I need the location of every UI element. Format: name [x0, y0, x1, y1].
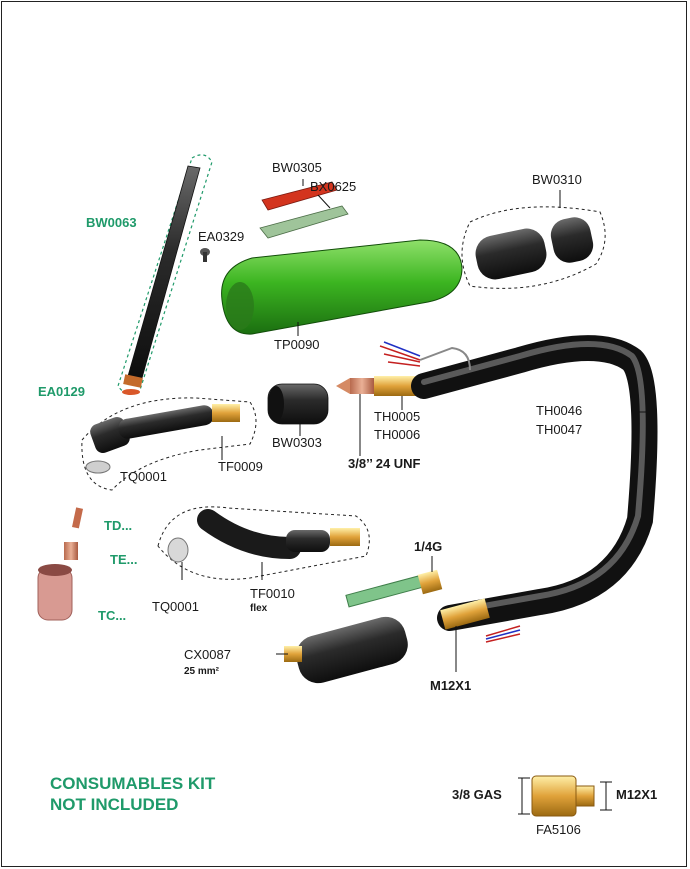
consumables-note-line1: CONSUMABLES KIT: [50, 774, 216, 793]
part-bw0305: [261, 179, 338, 211]
label-25mm2: 25 mm²: [184, 666, 220, 677]
label-thread-3-8: 3/8’’ 24 UNF: [348, 456, 421, 471]
label-th0005: TH0005: [374, 409, 421, 424]
label-bw0305: BW0305: [272, 160, 322, 175]
label-1-4g: 1/4G: [414, 539, 443, 554]
label-cx0087: CX0087: [184, 647, 231, 662]
consumables-note: CONSUMABLES KIT NOT INCLUDED: [50, 773, 215, 815]
label-tq0001-b: TQ0001: [152, 599, 199, 614]
label-tq0001-a: TQ0001: [120, 469, 167, 484]
connector-cx0087: [276, 616, 408, 684]
consumables: [37, 507, 84, 621]
hose-th0046: [379, 335, 658, 631]
consumables-note-line2: NOT INCLUDED: [50, 795, 179, 814]
adapter-fa5106: [518, 775, 612, 817]
part-bw0310: [461, 190, 606, 289]
label-flex: flex: [250, 603, 268, 614]
part-bx0625: [259, 194, 349, 239]
label-th0046: TH0046: [536, 403, 583, 418]
label-th0006: TH0006: [374, 427, 421, 442]
label-m12x1-adapter: M12X1: [616, 787, 658, 802]
label-m12x1: M12X1: [430, 678, 472, 693]
label-bx0625: BX0625: [310, 179, 357, 194]
back-cap-bw0063: [117, 154, 213, 395]
label-bw0310: BW0310: [532, 172, 582, 187]
label-fa5106: FA5106: [536, 822, 581, 837]
label-bw0063: BW0063: [86, 215, 137, 230]
fitting-m12x1: [440, 598, 521, 672]
label-tp0090: TP0090: [274, 337, 320, 352]
part-ea0329: [200, 248, 210, 262]
label-tc: TC...: [98, 608, 127, 623]
handle-tp0090: [221, 239, 463, 336]
label-3-8-gas: 3/8 GAS: [452, 787, 502, 802]
torch-head-tf0009: [81, 397, 257, 491]
part-th0005: [336, 376, 424, 456]
label-tf0009: TF0009: [218, 459, 263, 474]
label-ea0129: EA0129: [38, 384, 85, 399]
label-td: TD...: [104, 518, 133, 533]
label-ea0329: EA0329: [198, 229, 245, 244]
label-th0047: TH0047: [536, 422, 583, 437]
label-bw0303: BW0303: [272, 435, 322, 450]
gas-hose-1-4g: [345, 556, 443, 608]
torch-head-tf0010: [157, 506, 370, 580]
part-bw0303: [267, 383, 329, 436]
label-tf0010: TF0010: [250, 586, 295, 601]
label-te: TE...: [110, 552, 138, 567]
